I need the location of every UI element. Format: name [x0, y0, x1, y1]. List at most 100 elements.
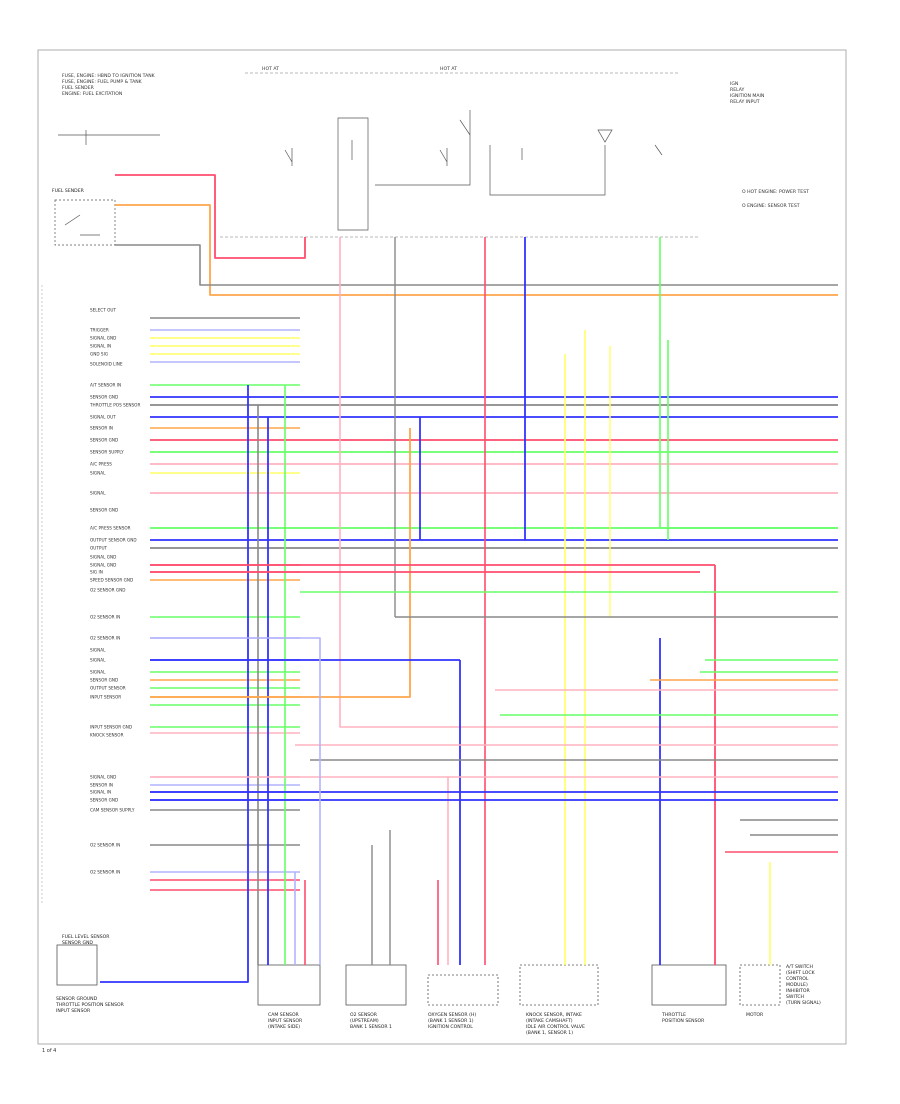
c7-label-6: SWITCH [786, 994, 804, 1000]
fuel-sender-label: FUEL SENDER [52, 188, 85, 194]
pin-label-19: OUTPUT [90, 546, 108, 551]
c3-label-3: IGNITION CONTROL [428, 1024, 473, 1030]
left-sensor-label-1: FUEL LEVEL SENSOR [62, 934, 110, 940]
c5-label-1: THROTTLE [661, 1012, 686, 1018]
c3-label-1: OXYGEN SENSOR (H) [428, 1012, 476, 1018]
pin-label-4: GND SIG [90, 352, 108, 357]
o2-sensor-box [345, 964, 407, 1006]
pin-label-23: SPEED SENSOR GND [90, 578, 133, 583]
legend-1: O HOT ENGINE: POWER TEST [742, 189, 809, 195]
diode-1 [597, 129, 613, 143]
header-right-2: RELAY [730, 87, 745, 93]
pin-label-1: TRIGGER [89, 328, 109, 333]
wire-red-top [115, 174, 306, 259]
pin-label-11: SENSOR GND [90, 438, 118, 443]
pin-label-21: SIGNAL GND [90, 563, 116, 568]
wire-orange-step [150, 428, 411, 698]
header-left-3: FUEL SENDER [62, 85, 95, 91]
bottom-left-label-2: THROTTLE POSITION SENSOR [55, 1002, 125, 1008]
oxygen-sensor-box [427, 974, 499, 1006]
pin-label-36: SENSOR IN [90, 783, 113, 788]
pin-label-20: SIGNAL GND [90, 555, 116, 560]
pin-label-18: OUTPUT SENSOR GND [90, 538, 137, 543]
pin-label-22: SIG IN [90, 570, 103, 575]
legend-2: O ENGINE: SENSOR TEST [742, 203, 800, 209]
fuel-sender-symbol [54, 130, 160, 246]
pin-label-3: SIGNAL IN [90, 344, 111, 349]
switch-4 [654, 144, 663, 156]
pin-label-30: SENSOR GND [90, 678, 118, 683]
pin-label-12: SENSOR SUPPLY [90, 450, 124, 455]
pin-label-26: O2 SENSOR IN [90, 636, 120, 641]
header-right-1: IGN [730, 81, 738, 87]
hot-at-2: HOT AT [440, 66, 457, 72]
pin-label-5: SOLENOID LINE [90, 362, 123, 367]
c7-label-4: MODULE) [786, 982, 808, 988]
relay-box [337, 117, 369, 231]
pin-label-27: SIGNAL [90, 648, 106, 653]
fuel-sender-inner [64, 214, 100, 236]
throttle-box [651, 964, 727, 1006]
c7-label-3: CONTROL [786, 976, 809, 982]
fuel-sender-box [54, 199, 116, 246]
hot-at-1: HOT AT [262, 66, 279, 72]
c3-label-2: (BANK 1 SENSOR 1) [428, 1018, 474, 1024]
c1-label-3: (INTAKE SIDE) [268, 1024, 300, 1030]
c7-label-5: INHIBITOR [786, 988, 811, 994]
left-sensor-box [56, 944, 98, 986]
header-left-1: FUSE, ENGINE: HBND TO IGNITION TANK [62, 73, 156, 79]
page-footer: 1 of 4 [42, 1048, 56, 1054]
pin-label-28: SIGNAL [90, 658, 106, 663]
pin-label-16: SENSOR GND [90, 508, 118, 513]
pin-label-41: O2 SENSOR IN [90, 870, 120, 875]
left-sensor-label-2: SENSOR GND [62, 940, 93, 946]
switch-2 [439, 148, 448, 166]
c6-label-1: MOTOR [746, 1012, 764, 1018]
pin-label-25: O2 SENSOR IN [90, 615, 120, 620]
switch-3 [375, 110, 471, 186]
relay-2 [489, 145, 606, 196]
pin-label-39: CAM SENSOR SUPPLY [90, 808, 135, 813]
c4-label-3: IDLE AIR CONTROL VALVE [526, 1024, 585, 1030]
switch-1 [284, 148, 293, 166]
pin-label-15: SIGNAL [90, 491, 106, 496]
pin-label-34: KNOCK SENSOR [90, 733, 124, 738]
c1-label-1: CAM SENSOR [268, 1012, 300, 1018]
components-bottom [56, 944, 781, 1006]
pin-label-2: SIGNAL GND [90, 336, 116, 341]
c2-label-1: O2 SENSOR [350, 1012, 378, 1018]
pin-label-0: SELECT OUT [90, 308, 116, 313]
bottom-left-label-1: SENSOR GROUND [56, 996, 98, 1002]
pin-label-40: O2 SENSOR IN [90, 843, 120, 848]
pin-label-13: A/C PRESS [90, 462, 112, 467]
wire-lb-drop [150, 637, 321, 965]
pin-label-37: SIGNAL IN [90, 790, 111, 795]
relay-symbols [284, 110, 663, 231]
header-left-2: FUSE, ENGINE: FUEL PUMP & TANK [62, 79, 143, 85]
wire-blue-left-drop [100, 385, 249, 983]
pin-label-9: SIGNAL OUT [90, 415, 116, 420]
pin-label-17: A/C PRESS SENSOR [90, 526, 131, 531]
c4-label-1: KNOCK SENSOR, INTAKE [526, 1012, 582, 1018]
pin-label-33: INPUT SENSOR GND [90, 725, 132, 730]
pin-label-35: SIGNAL GND [90, 775, 116, 780]
c4-label-2: (INTAKE CAMSHAFT) [526, 1018, 573, 1024]
header-right-3: IGNITION MAIN [730, 93, 764, 99]
header-left-4: ENGINE: FUEL EXCITATION [62, 91, 122, 97]
pin-label-6: A/T SENSOR IN [90, 383, 121, 388]
c5-label-2: POSITION SENSOR [662, 1018, 705, 1024]
c2-label-2: (UPSTREAM) [350, 1018, 379, 1024]
wire-green-right [659, 237, 838, 529]
pin-label-24: O2 SENSOR GND [90, 588, 126, 593]
pin-label-7: SENSOR GND [90, 395, 118, 400]
wire-orange-feed [115, 204, 838, 296]
wire-group [100, 174, 838, 983]
pin-label-32: INPUT SENSOR [90, 695, 121, 700]
cam-sensor-box [257, 964, 321, 1006]
header-right-4: RELAY INPUT [730, 99, 760, 105]
c1-label-2: INPUT SENSOR [268, 1018, 303, 1024]
diagram-border [37, 49, 847, 1045]
pin-label-29: SIGNAL [90, 670, 106, 675]
knock-sensor-box [519, 964, 599, 1006]
